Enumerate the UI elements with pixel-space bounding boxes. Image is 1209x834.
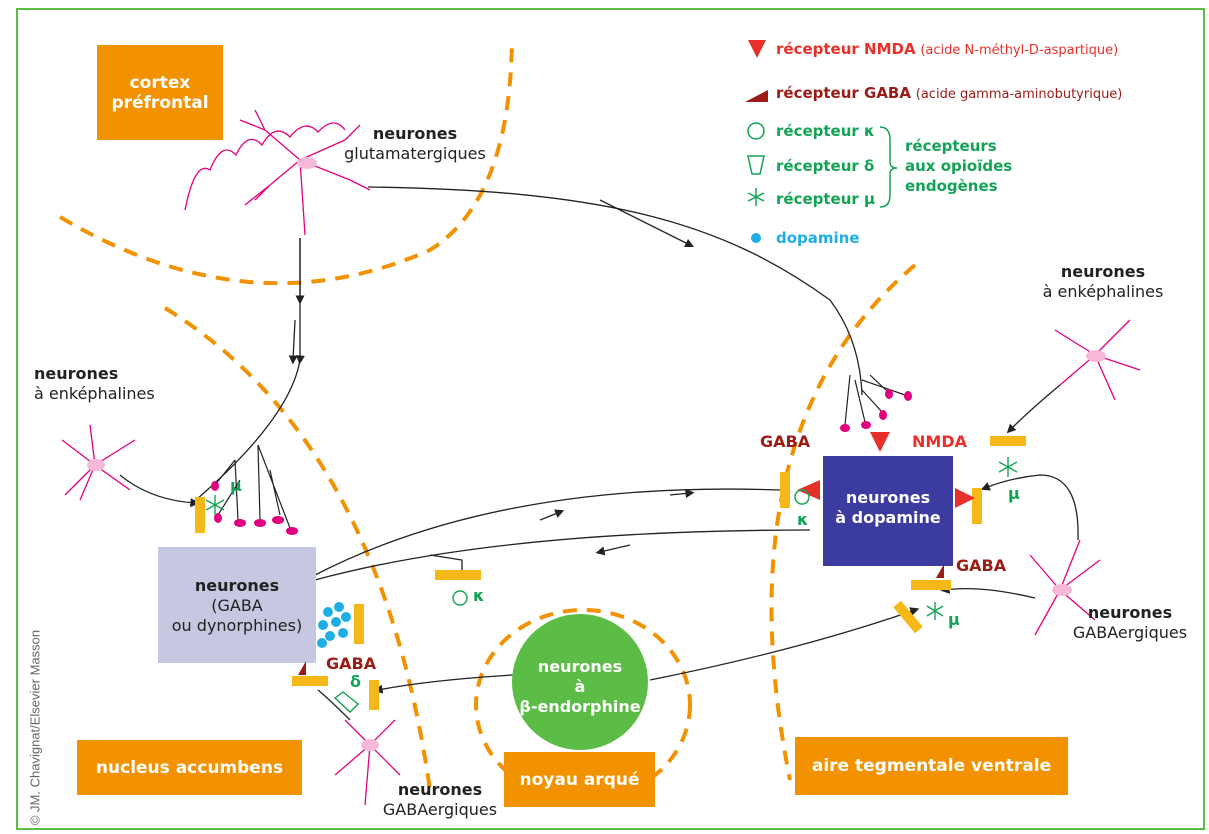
- enk-left-sub: à enképhalines: [34, 384, 155, 403]
- neuron-glutamatergic: [239, 109, 371, 236]
- enkephalin-left-label: neurones à enképhalines: [34, 364, 184, 404]
- gabaergic-right-label: neurones GABAergiques: [1050, 603, 1209, 643]
- region-noyau-arque: noyau arqué: [504, 752, 655, 807]
- enk-right-bold: neurones: [1060, 262, 1146, 281]
- beta-to-accumbens: [373, 674, 514, 694]
- tag-gaba-top: GABA: [760, 432, 811, 451]
- tag-gaba-mid: GABA: [956, 556, 1007, 575]
- tag-mu-dop: µ: [1008, 484, 1020, 503]
- accumbens-to-dopa: [314, 488, 781, 576]
- gabaerg-bottom-bold: neurones: [397, 780, 483, 799]
- beta-endorphin-circle: [512, 614, 648, 750]
- gaba-dynorphin-box: [158, 547, 316, 663]
- neuron-gabaergic-bottom: [334, 719, 401, 806]
- glut-to-atv: [367, 186, 863, 396]
- region-cortex-prefrontal: cortex préfrontal: [97, 45, 223, 140]
- tag-gaba-left: GABA: [326, 654, 377, 673]
- beta-endorphin-label: neurones à β-endorphine: [519, 657, 641, 716]
- gabaerg-right-sub: GABAergiques: [1072, 623, 1188, 642]
- gaba-bottom-axon: [317, 689, 351, 721]
- legend-kappa: récepteur κ: [776, 122, 875, 140]
- legend-opioid-group: récepteurs aux opioïdes endogènes: [905, 137, 1013, 195]
- atv-terminals: [844, 374, 906, 426]
- legend-nmda-bold: récepteur NMDA: [776, 40, 916, 58]
- axon-pathways: [119, 186, 1079, 721]
- neuron-enkephalin-right: [1054, 319, 1141, 401]
- legend-nmda-sub: (acide N-méthyl-D-aspartique): [920, 43, 1119, 58]
- tag-nmda: NMDA: [912, 432, 967, 451]
- legend-gaba-sub: (acide gamma-aminobutyrique): [915, 87, 1123, 102]
- gaba-receptor-dop: [797, 480, 820, 500]
- neuron-gabaergic-right: [1029, 539, 1101, 636]
- gaba-dynorphin-label: neurones (GABA ou dynorphines): [158, 576, 316, 636]
- gabaerg-right-bold: neurones: [1087, 603, 1173, 622]
- gaba-receptor-left: [298, 661, 306, 675]
- dopamine-dots: [317, 602, 351, 648]
- gaba-dyn-sub: (GABA ou dynorphines): [171, 596, 303, 635]
- legend-gaba: récepteur GABA (acide gamma-aminobutyriq…: [776, 84, 1122, 102]
- cortex-dendrite-wave: [184, 122, 346, 211]
- legend-nmda: récepteur NMDA (acide N-méthyl-D-asparti…: [776, 40, 1118, 58]
- legend-dopamine: dopamine: [776, 229, 860, 247]
- gaba-receptor-mid: [936, 564, 944, 578]
- accumbens-terminals: [214, 444, 291, 529]
- legend-symbols: [745, 40, 898, 243]
- legend-gaba-bold: récepteur GABA: [776, 84, 911, 102]
- enk-right-axon: [1006, 384, 1061, 434]
- credit-text: © JM. Chavignat/Elsevier Masson: [27, 629, 43, 826]
- atv-terminal-dots: [840, 389, 912, 432]
- glutamatergic-label: neurones glutamatergiques: [330, 124, 500, 164]
- arque-boundary: [474, 608, 692, 802]
- tag-kappa-mid: κ: [473, 586, 485, 605]
- dopamine-label: neurones à dopamine: [835, 488, 941, 527]
- beta-to-atv: [649, 607, 920, 681]
- gaba-right-to-atv: [940, 584, 1036, 599]
- nmda-receptors: [870, 432, 975, 508]
- dopa-to-accumbens: [314, 529, 811, 581]
- gabaerg-bottom-sub: GABAergiques: [382, 800, 498, 819]
- tag-kappa-dop: κ: [797, 510, 809, 529]
- legend-mu: récepteur µ: [776, 190, 876, 208]
- figure-frame: [16, 8, 1205, 830]
- enk-right-to-dopa: [980, 474, 1079, 541]
- accumbens-terminal-dots: [211, 481, 298, 535]
- opioid-receptors: [205, 457, 1018, 713]
- glut-bold: neurones: [372, 124, 458, 143]
- receptor-bars: [195, 436, 1026, 710]
- tag-mu-gaba: µ: [948, 610, 960, 629]
- neuron-enkephalin-left: [61, 424, 136, 501]
- enk-left-bold: neurones: [34, 364, 119, 383]
- enk-left-axon: [119, 474, 200, 508]
- tag-mu-left: µ: [230, 476, 242, 495]
- legend-delta: récepteur δ: [776, 157, 875, 175]
- region-atv: aire tegmentale ventrale: [795, 737, 1068, 795]
- dopamine-box: [823, 456, 953, 566]
- gabaergic-bottom-label: neurones GABAergiques: [370, 780, 510, 820]
- tag-delta-left: δ: [350, 672, 361, 691]
- enkephalin-right-label: neurones à enképhalines: [1028, 262, 1178, 302]
- enk-right-sub: à enképhalines: [1042, 282, 1164, 301]
- glut-sub: glutamatergiques: [344, 144, 486, 163]
- region-nucleus-accumbens: nucleus accumbens: [77, 740, 302, 795]
- gaba-dyn-bold: neurones: [194, 576, 280, 595]
